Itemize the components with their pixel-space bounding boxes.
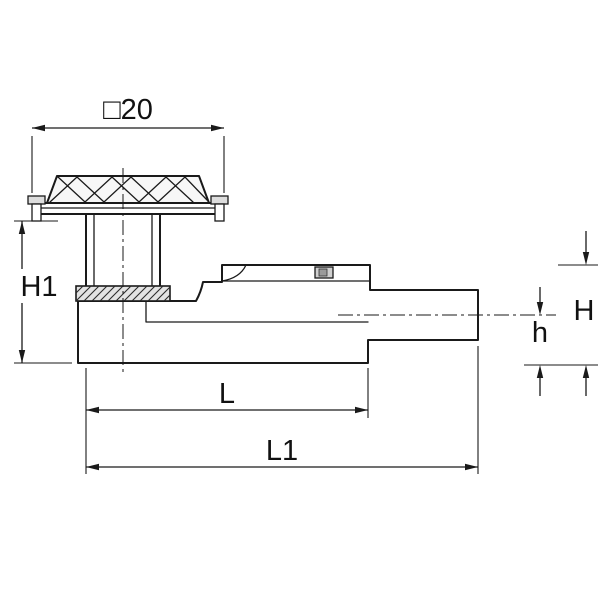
- arrowhead-left: [86, 406, 99, 414]
- arrowhead-left: [32, 124, 45, 132]
- dim-label-l: L: [219, 378, 235, 410]
- dim-label-h-small: h: [532, 317, 548, 349]
- grate-truss-a: [49, 176, 208, 203]
- dim-label-top-width: □20: [103, 94, 153, 126]
- arrowhead-down: [582, 252, 590, 265]
- arrowhead-right: [465, 463, 478, 471]
- arrowhead-left: [86, 463, 99, 471]
- mounting-bolts: [27, 195, 229, 222]
- bolt-shank-right: [214, 203, 225, 222]
- dim-length-l: L: [85, 368, 369, 474]
- grate-truss-b: [57, 176, 194, 203]
- dim-h1: H1: [14, 220, 72, 364]
- arrowhead-down: [536, 302, 544, 315]
- bolt-shank-left: [31, 203, 42, 222]
- trap-body: [77, 264, 479, 364]
- dim-length-l1: L1: [86, 346, 479, 474]
- dim-label-l1: L1: [266, 435, 298, 467]
- drain-grate: [46, 175, 210, 204]
- arrowhead-up: [536, 365, 544, 378]
- arrowhead-right: [211, 124, 224, 132]
- arrowhead-down: [18, 350, 26, 363]
- arrowhead-up: [582, 365, 590, 378]
- dim-height-h: H: [524, 231, 598, 396]
- dim-label-h1: H1: [20, 271, 57, 303]
- flange: [39, 202, 217, 215]
- bolt-head-right: [210, 195, 229, 205]
- clamp-collar: [75, 285, 171, 302]
- dim-top-width: □20: [31, 94, 225, 193]
- dim-height-h-small: h: [532, 287, 548, 396]
- housing-curve-detail: [221, 264, 247, 282]
- arrowhead-up: [18, 221, 26, 234]
- riser-pipe: [85, 213, 161, 289]
- arrowhead-right: [355, 406, 368, 414]
- centerlines: [122, 168, 556, 372]
- bolt-head-left: [27, 195, 46, 205]
- body-outline: [77, 264, 479, 364]
- dim-label-h-big: H: [574, 295, 595, 327]
- housing-component-inner: [318, 268, 328, 277]
- channel-line: [145, 300, 369, 323]
